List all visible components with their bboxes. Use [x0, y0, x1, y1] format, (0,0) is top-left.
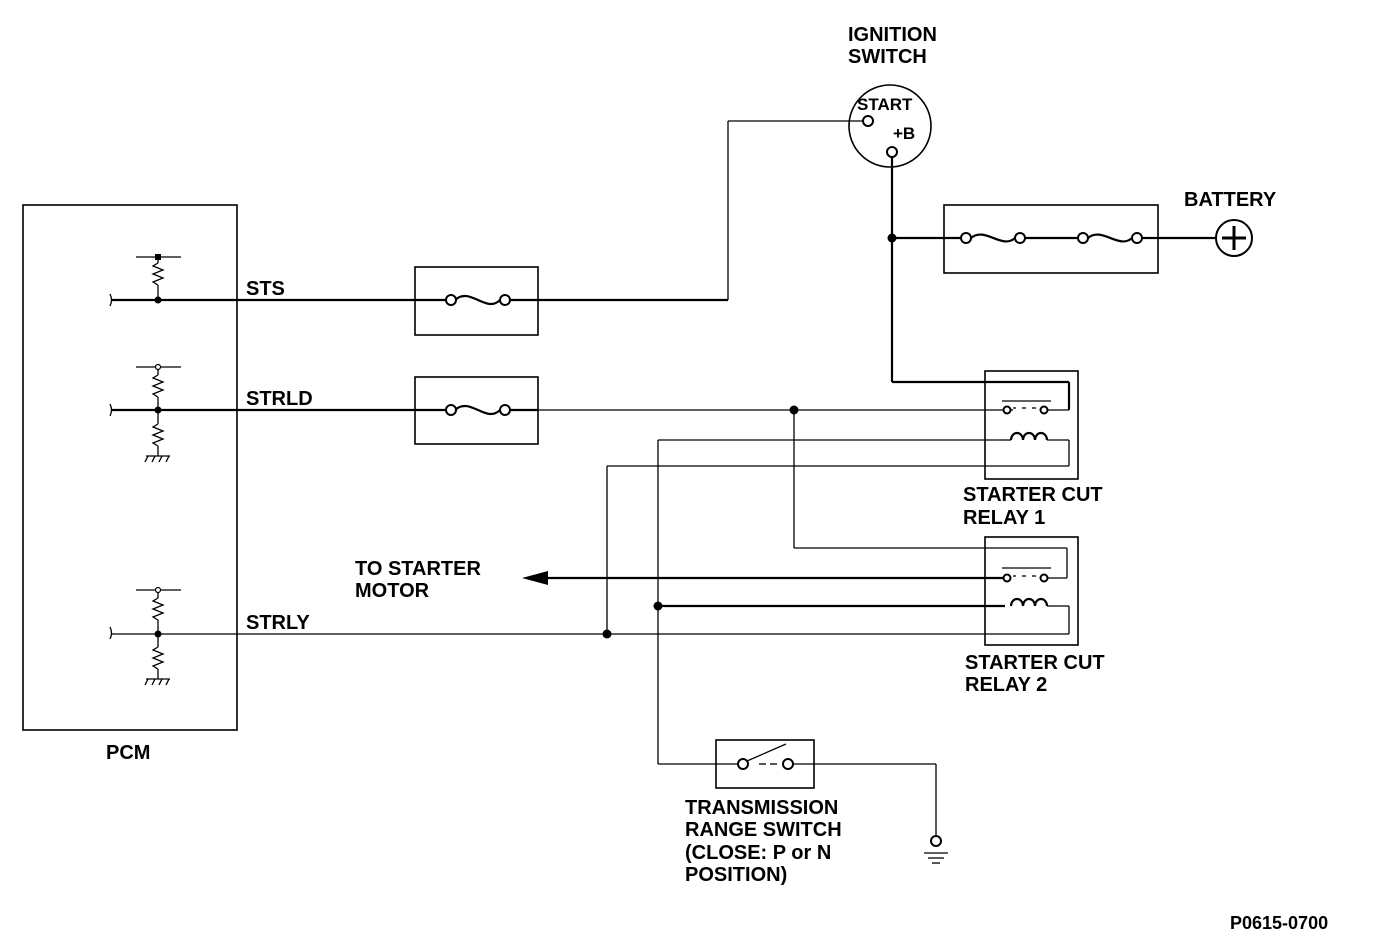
- starter-motor-label-1: TO STARTER: [355, 558, 481, 580]
- strld-label: STRLD: [246, 388, 313, 410]
- strly-wire: STRLY: [112, 465, 1069, 639]
- trs-label-3: (CLOSE: P or N: [685, 842, 831, 864]
- pcm-module: PCM: [22, 204, 238, 764]
- fuse-icon: [970, 233, 1016, 243]
- battery: BATTERY: [1184, 189, 1277, 257]
- strld-wire: STRLD: [112, 388, 1067, 549]
- starter-motor-label-2: MOTOR: [355, 580, 430, 602]
- figure-code: P0615-0700: [1230, 913, 1328, 933]
- strly-label: STRLY: [246, 612, 310, 634]
- arrow-left-icon: [522, 571, 548, 585]
- ignition-switch: START +B IGNITION SWITCH: [848, 24, 937, 168]
- fuse-icon: [454, 294, 501, 306]
- starter-cut-relay-1: STARTER CUT RELAY 1: [963, 370, 1103, 529]
- relay-1-label-2: RELAY 1: [963, 507, 1045, 529]
- coil-icon: [1009, 431, 1049, 441]
- battery-fuse-block: [943, 204, 1159, 274]
- starter-motor-output: TO STARTER MOTOR: [355, 558, 1003, 602]
- relay-2-label-2: RELAY 2: [965, 674, 1047, 696]
- battery-label: BATTERY: [1184, 189, 1277, 211]
- trs-wire: [653, 439, 1005, 836]
- ignition-switch-label-2: SWITCH: [848, 46, 927, 68]
- relay-2-label-1: STARTER CUT: [965, 652, 1105, 674]
- strld-fuse: [414, 376, 539, 445]
- pcm-label: PCM: [106, 742, 150, 764]
- pcm-box: [22, 204, 238, 731]
- starter-cut-relay-2: STARTER CUT RELAY 2: [965, 536, 1105, 696]
- battery-terminal-label: +B: [893, 124, 915, 143]
- battery-feed-wire: [887, 157, 1216, 384]
- pcm-sts-circuit: [109, 254, 181, 307]
- transmission-range-switch: TRANSMISSION RANGE SWITCH (CLOSE: P or N…: [685, 739, 842, 886]
- ground-icon: [924, 835, 948, 864]
- sts-fuse: [414, 266, 539, 336]
- fuse-icon: [454, 404, 501, 416]
- trs-label-1: TRANSMISSION: [685, 797, 838, 819]
- relay-1-label-1: STARTER CUT: [963, 484, 1103, 506]
- trs-label-4: POSITION): [685, 864, 787, 886]
- pcm-strld-circuit: [109, 363, 181, 463]
- trs-label-2: RANGE SWITCH: [685, 819, 842, 841]
- ignition-switch-label-1: IGNITION: [848, 24, 937, 46]
- start-terminal-label: START: [857, 95, 913, 114]
- coil-icon: [1009, 597, 1049, 607]
- sts-label: STS: [246, 278, 285, 300]
- fuse-icon: [1087, 233, 1133, 243]
- sts-wire: STS: [112, 120, 864, 304]
- pcm-strly-circuit: [109, 586, 181, 686]
